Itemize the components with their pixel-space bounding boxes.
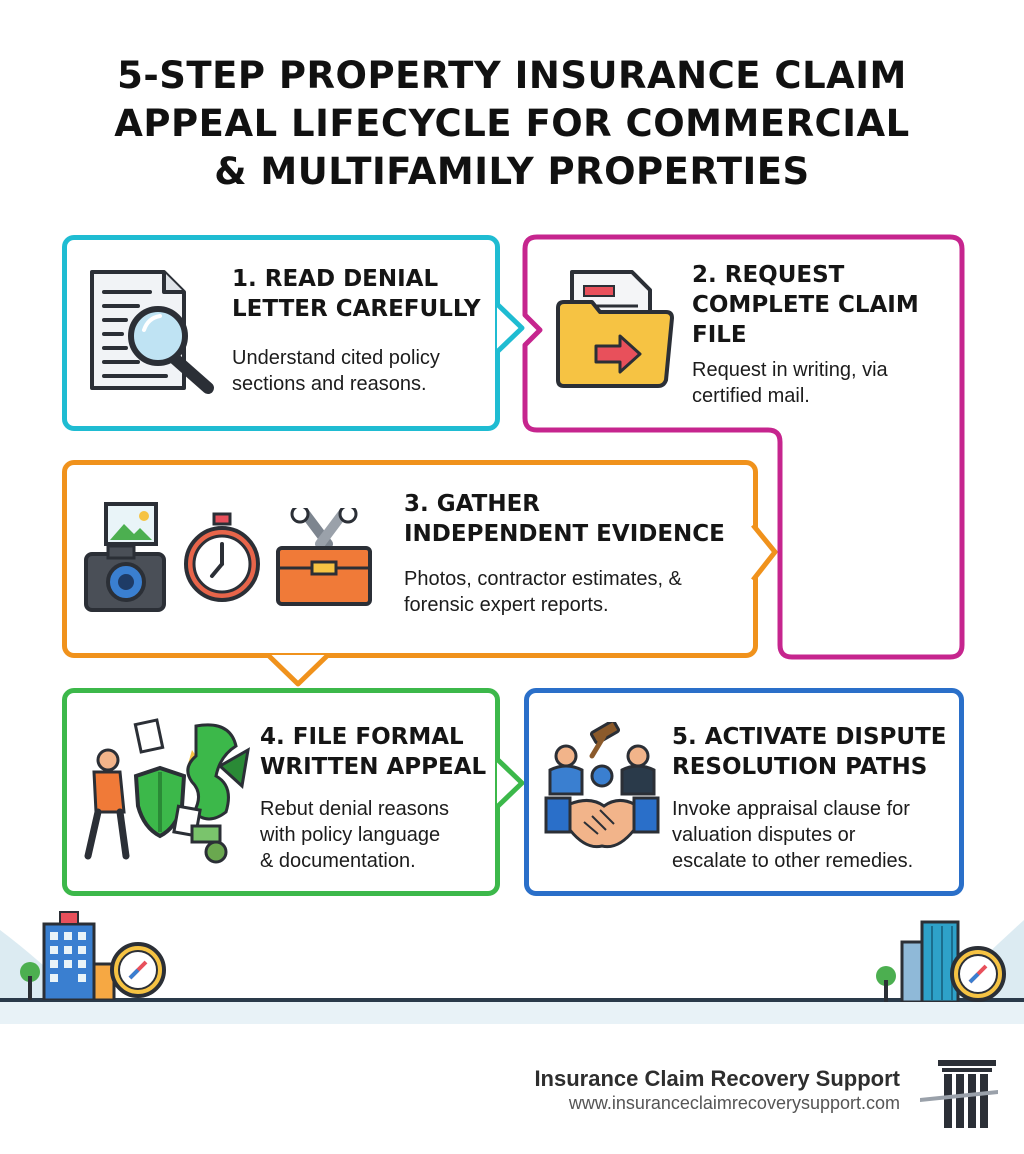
step-3-connector <box>751 523 778 582</box>
step-2-heading-line: COMPLETE CLAIM <box>692 292 919 318</box>
person-shield-dragon-icon <box>84 718 250 864</box>
step-1-desc-line: Understand cited policy <box>232 347 440 369</box>
toolbox-icon <box>276 508 372 606</box>
step-4-desc-line: & documentation. <box>260 850 416 872</box>
step-3-desc-line: forensic expert reports. <box>404 594 609 616</box>
step-2-desc-line: Request in writing, via <box>692 359 888 381</box>
step-5-desc-line: escalate to other remedies. <box>672 850 914 872</box>
step-4-heading-line: 4. FILE FORMAL <box>260 724 464 750</box>
title-line-2: APPEAL LIFECYCLE FOR COMMERCIAL <box>114 102 910 145</box>
footer-company-name: Insurance Claim Recovery Support <box>534 1066 900 1091</box>
step-5-card <box>524 688 964 896</box>
folder-arrow-icon <box>556 270 674 388</box>
step-3-heading-line: INDEPENDENT EVIDENCE <box>404 521 725 547</box>
step-2-heading: 2. REQUEST COMPLETE CLAIM FILE <box>692 260 919 350</box>
step-3-heading: 3. GATHER INDEPENDENT EVIDENCE <box>404 489 725 549</box>
step-2-desc-line: certified mail. <box>692 385 810 407</box>
step-4-desc-line: Rebut denial reasons <box>260 798 450 820</box>
step-5-description: Invoke appraisal clause for valuation di… <box>672 796 913 874</box>
stopwatch-icon <box>184 512 260 602</box>
step-2-heading-line: FILE <box>692 322 747 348</box>
right-buildings-icon <box>876 920 1006 1002</box>
step-2-heading-line: 2. REQUEST <box>692 262 845 288</box>
step-2-description: Request in writing, via certified mail. <box>692 357 888 409</box>
step-5-desc-line: valuation disputes or <box>672 824 856 846</box>
title-line-3: & MULTIFAMILY PROPERTIES <box>214 150 810 193</box>
handshake-gavel-icon <box>544 722 660 849</box>
step-5-desc-line: Invoke appraisal clause for <box>672 798 910 820</box>
step-5-heading-line: 5. ACTIVATE DISPUTE <box>672 724 947 750</box>
footer-website-url[interactable]: www.insuranceclaimrecoverysupport.com <box>568 1093 900 1113</box>
step-3-card <box>62 460 758 658</box>
step-3-description: Photos, contractor estimates, & forensic… <box>404 566 682 618</box>
ground-line <box>0 998 1024 1002</box>
step-1-desc-line: sections and reasons. <box>232 373 427 395</box>
camera-icon <box>84 502 166 612</box>
step-4-heading-line: WRITTEN APPEAL <box>260 754 487 780</box>
step-3-heading-line: 3. GATHER <box>404 491 541 517</box>
step-1-connector <box>495 302 525 354</box>
pillar-logo-icon <box>920 1060 998 1128</box>
step-4-connector <box>495 757 525 809</box>
step-3-pointer <box>266 653 330 687</box>
step-5-heading-line: RESOLUTION PATHS <box>672 754 928 780</box>
document-magnifier-icon <box>90 270 214 394</box>
page-title: 5-STEP PROPERTY INSURANCE CLAIM APPEAL L… <box>40 52 984 196</box>
title-line-1: 5-STEP PROPERTY INSURANCE CLAIM <box>117 54 907 97</box>
step-1-heading-line: LETTER CAREFULLY <box>232 296 481 322</box>
step-3-desc-line: Photos, contractor estimates, & <box>404 568 682 590</box>
step-1-description: Understand cited policy sections and rea… <box>232 345 440 397</box>
ground-band <box>0 1000 1024 1024</box>
step-5-heading: 5. ACTIVATE DISPUTE RESOLUTION PATHS <box>672 722 946 782</box>
step-4-desc-line: with policy language <box>260 824 441 846</box>
step-1-heading-line: 1. READ DENIAL <box>232 266 439 292</box>
step-4-description: Rebut denial reasons with policy languag… <box>260 796 449 874</box>
step-1-heading: 1. READ DENIAL LETTER CAREFULLY <box>232 264 481 324</box>
left-buildings-icon <box>20 911 166 1000</box>
step-4-heading: 4. FILE FORMAL WRITTEN APPEAL <box>260 722 486 782</box>
